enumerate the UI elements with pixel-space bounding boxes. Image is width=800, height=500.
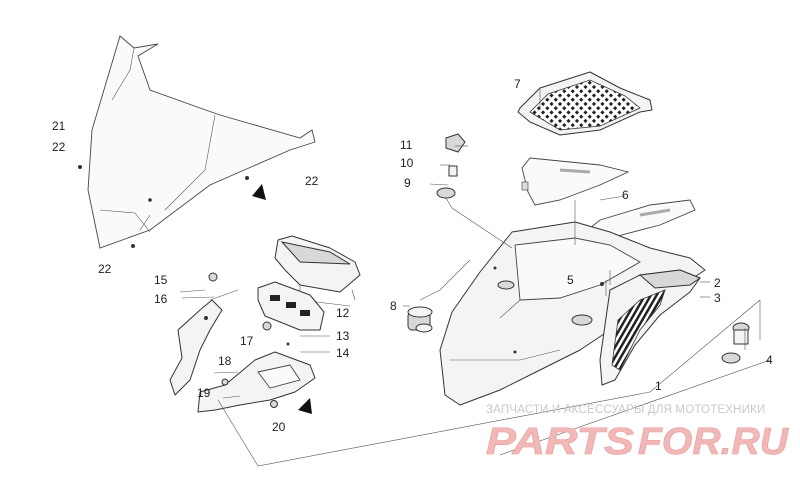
bracket-upper-part	[169, 289, 239, 396]
callout-6: 6	[622, 188, 629, 202]
callout-7: 7	[514, 77, 521, 91]
instrument-cluster-part	[274, 235, 361, 307]
assembly-outline	[213, 371, 239, 374]
knob-part	[407, 306, 433, 333]
assembly-outline	[181, 296, 215, 299]
socket-part	[721, 322, 750, 364]
bolt-17-part	[262, 321, 272, 331]
callout-14: 14	[336, 346, 350, 360]
callout-19: 19	[197, 386, 211, 400]
assembly-outline	[419, 259, 471, 301]
callout-16: 16	[154, 292, 168, 306]
bracket-lower-part	[197, 351, 316, 413]
callout-17: 17	[240, 334, 254, 348]
callout-5: 5	[567, 273, 574, 287]
watermark-tagline: ЗАПЧАСТИ И АКСЕССУАРЫ ДЛЯ МОТОТЕХНИКИ	[486, 404, 766, 416]
callout-12: 12	[336, 306, 350, 320]
callout-3: 3	[714, 291, 721, 305]
bolt-19-part	[221, 378, 229, 386]
callout-9: 9	[404, 176, 411, 190]
grommet-part	[436, 187, 513, 249]
assembly-outline	[599, 195, 626, 201]
callout-10: 10	[400, 156, 414, 170]
bolt-15-part	[208, 272, 218, 282]
side-vent-part	[599, 269, 702, 386]
assembly-outline	[217, 299, 761, 467]
assembly-outline	[222, 395, 241, 399]
callout-1: 1	[655, 379, 662, 393]
main-fairing-part	[439, 221, 706, 406]
callout-18: 18	[218, 354, 232, 368]
callout-22-bottom: 22	[98, 262, 112, 276]
callout-22-left: 22	[52, 140, 66, 154]
lens-upper-part	[521, 157, 630, 206]
watermark-logo-left: PARTS	[486, 421, 634, 463]
callout-20: 20	[272, 420, 286, 434]
callout-4: 4	[766, 353, 773, 367]
callout-11: 11	[400, 138, 413, 152]
direction-arrow-icon	[252, 184, 266, 200]
cluster-mount-part	[257, 281, 325, 331]
assembly-outline	[179, 289, 206, 293]
callout-22-right: 22	[305, 174, 319, 188]
assembly-outline	[429, 183, 449, 186]
mesh-tray-part	[517, 71, 653, 136]
callout-2: 2	[714, 276, 721, 290]
callout-15: 15	[154, 273, 168, 287]
windshield-part	[78, 35, 316, 249]
fastener-5-part	[600, 282, 604, 286]
watermark-logo-right: FOR.RU	[638, 421, 790, 463]
callout-13: 13	[336, 329, 350, 343]
bolt-20-part	[270, 400, 278, 408]
direction-arrow-icon	[298, 398, 312, 414]
callout-8: 8	[390, 299, 397, 313]
assembly-outline	[499, 359, 771, 456]
cap-part	[445, 133, 466, 153]
callout-21: 21	[52, 119, 66, 133]
fastener-14-part	[286, 342, 290, 346]
screw-part	[448, 165, 458, 177]
watermark-logo: PARTS FOR.RU	[486, 421, 790, 464]
